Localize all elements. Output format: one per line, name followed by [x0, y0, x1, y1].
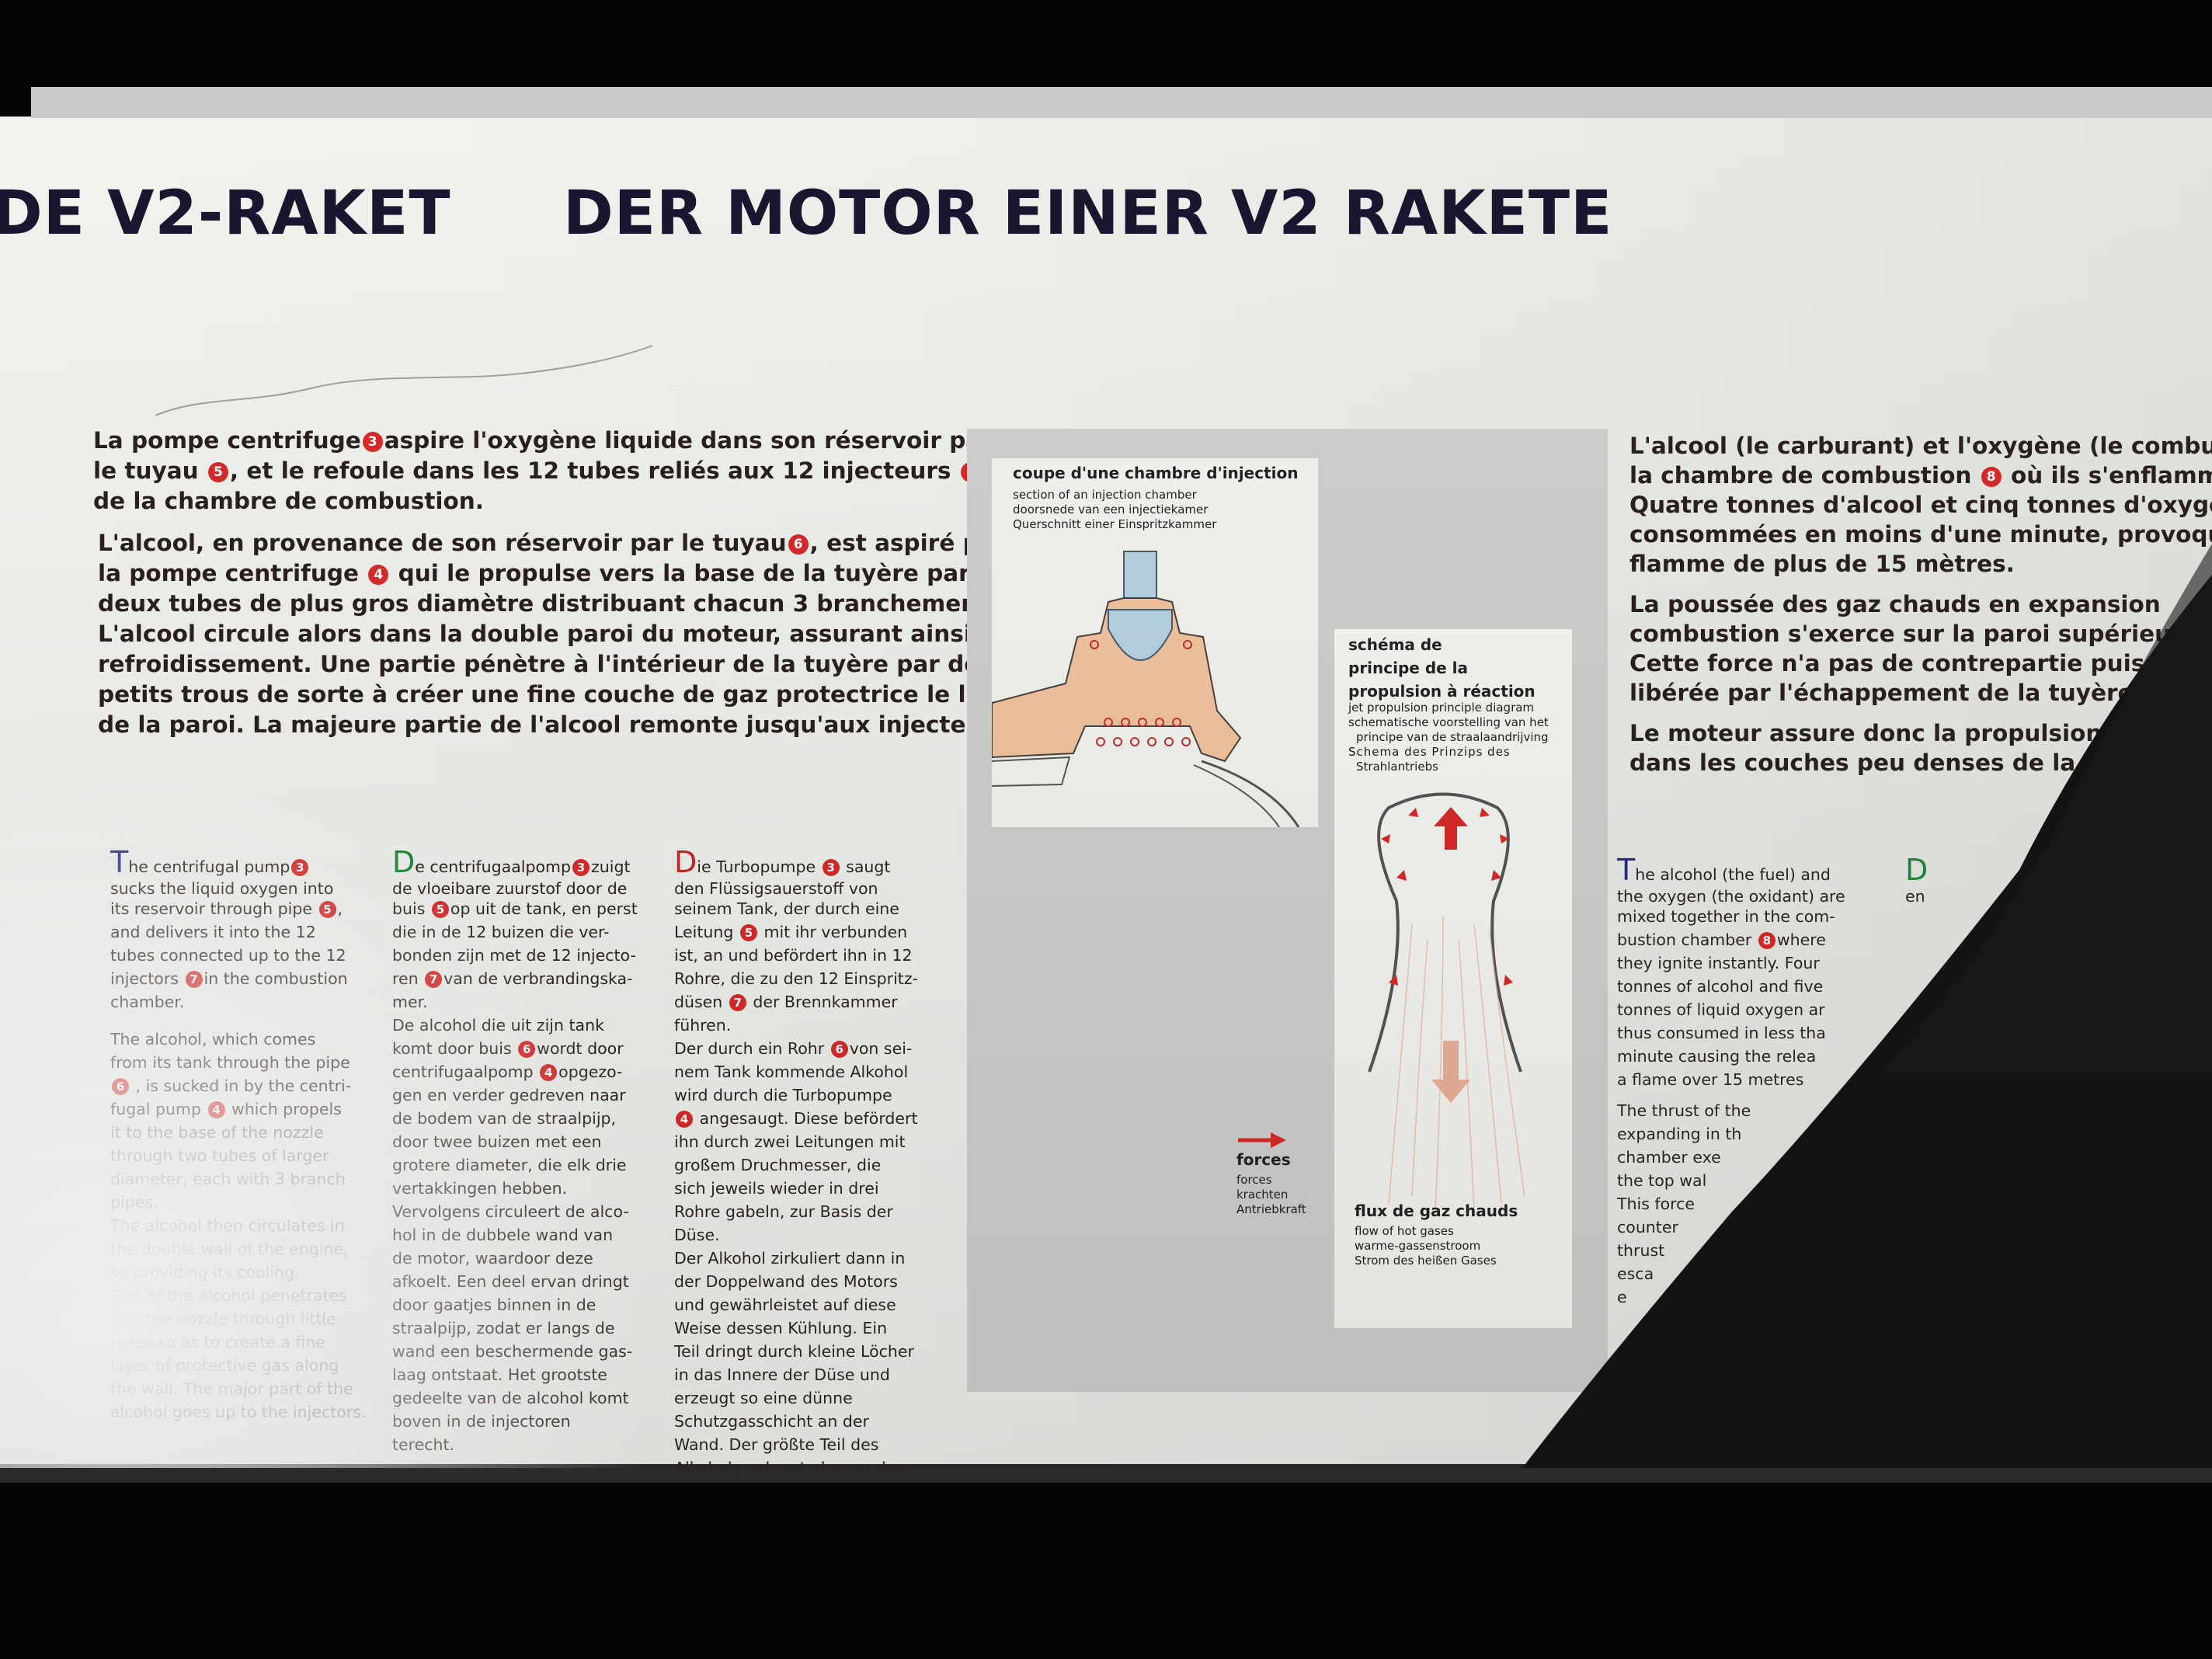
nozzle-drawing	[1368, 792, 1525, 1212]
diagram1-sub-2: doorsnede van een injectiekamer	[1013, 503, 1209, 516]
number-badge: 5	[207, 462, 228, 482]
forces-sub-2: krachten	[1236, 1188, 1289, 1202]
diagram2-sub-3: principe van de straalaandrijving	[1356, 730, 1549, 744]
diagram2-sub-2: schematische voorstelling van het	[1348, 715, 1549, 729]
number-badge: 7	[425, 971, 443, 988]
number-badge: 6	[112, 1078, 129, 1095]
number-badge: 5	[739, 924, 757, 941]
german-column: Die Turbopumpe 3 saugt den Flüssigsauers…	[674, 845, 918, 1501]
forces-sub-1: forces	[1236, 1173, 1272, 1187]
flux-sub-2: warme-gassenstroom	[1355, 1239, 1481, 1253]
title-dutch: DE V2-RAKET	[0, 179, 451, 249]
diagram2-title-3: propulsion à réaction	[1348, 682, 1536, 701]
diagram2-title-2: principe de la	[1348, 659, 1469, 677]
number-badge: 3	[362, 432, 383, 452]
title-german: DER MOTOR EINER V2 RAKETE	[563, 179, 1613, 249]
number-badge: 3	[822, 859, 840, 876]
jet-propulsion-diagram: schéma de principe de la propulsion à ré…	[1334, 629, 1572, 1328]
number-badge: 5	[431, 901, 449, 918]
flux-title: flux de gaz chauds	[1355, 1202, 1518, 1220]
number-badge: 7	[185, 971, 203, 988]
number-badge: 8	[1758, 932, 1776, 949]
number-badge: 6	[788, 534, 809, 555]
number-badge: 6	[518, 1041, 536, 1058]
number-badge: 4	[207, 1101, 225, 1118]
number-badge: 4	[540, 1064, 558, 1081]
scratch-mark	[155, 345, 653, 416]
number-badge: 4	[368, 565, 389, 585]
diagram2-sub-5: Strahlantriebs	[1356, 760, 1438, 774]
number-badge: 5	[318, 901, 336, 918]
french-right-text: L'alcool (le carburant) et l'oxygène (le…	[1629, 433, 2212, 776]
number-badge: 8	[1981, 467, 2002, 487]
english-right-column: The alcohol (the fuel) and the oxygen (t…	[1617, 853, 1845, 1306]
forces-title: forces	[1236, 1150, 1291, 1169]
flux-sub-1: flow of hot gases	[1355, 1224, 1454, 1238]
diagram2-sub-1: jet propulsion principle diagram	[1348, 701, 1535, 715]
dutch-right-column: D en	[1905, 853, 1929, 906]
diagram1-title: coupe d'une chambre d'injection	[1013, 464, 1299, 482]
flux-sub-3: Strom des heißen Gases	[1355, 1254, 1497, 1268]
number-badge: 3	[291, 859, 309, 876]
diagram2-title-1: schéma de	[1348, 635, 1442, 654]
number-badge: 7	[729, 994, 746, 1011]
forces-sub-3: Antriebkraft	[1236, 1202, 1306, 1216]
french-paragraph-2: L'alcool, en provenance de son réservoir…	[98, 530, 1026, 738]
panel-bottom-band	[0, 1464, 2212, 1483]
number-badge: 6	[830, 1041, 848, 1058]
diagram2-sub-4: Schema des Prinzips des	[1348, 745, 1511, 759]
diagram1-sub-1: section of an injection chamber	[1013, 488, 1197, 502]
number-badge: 4	[676, 1111, 693, 1128]
number-badge: 3	[572, 859, 590, 876]
panel-top-strip	[31, 87, 2212, 118]
injection-chamber-diagram: coupe d'une chambre d'injection section …	[992, 458, 1318, 827]
forces-arrow-icon	[1238, 1132, 1286, 1148]
diagram1-sub-3: Querschnitt einer Einspritzkammer	[1013, 517, 1217, 531]
